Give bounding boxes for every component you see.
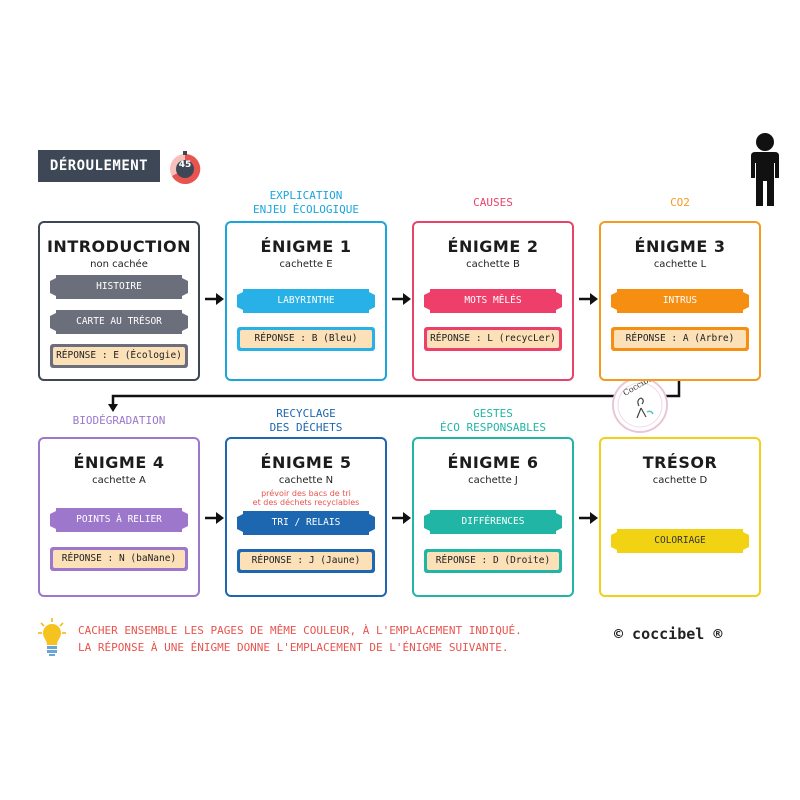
answer-box: RÉPONSE : D (Droite) [424,549,562,573]
ticket-carte-au-tresor[interactable]: CARTE AU TRÉSOR [50,310,188,334]
ticket-differences[interactable]: DIFFÉRENCES [424,510,562,534]
answer-text: RÉPONSE : A (Arbre) [614,330,746,348]
card-enigme-3: ÉNIGME 3 cachette L INTRUS RÉPONSE : A (… [599,221,761,381]
answer-box: RÉPONSE : E (Écologie) [50,344,188,368]
ticket-coloriage[interactable]: COLORIAGE [611,529,749,553]
answer-box: RÉPONSE : J (Jaune) [237,549,375,573]
card-enigme-5: ÉNIGME 5 cachette N prévoir des bacs de … [225,437,387,597]
answer-box: RÉPONSE : L (recycLer) [424,327,562,351]
card-title: ÉNIGME 5 [260,453,352,472]
ticket-tri-relais[interactable]: TRI / RELAIS [237,511,375,535]
instruction-line-2: LA RÉPONSE À UNE ÉNIGME DONNE L'EMPLACEM… [78,641,509,654]
connector-row-wrap [111,381,681,406]
card-hiding-place: cachette L [653,259,707,270]
card-title: INTRODUCTION [46,237,192,256]
answer-box: RÉPONSE : A (Arbre) [611,327,749,351]
theme-enigme6: GESTES ÉCO RESPONSABLES [440,407,546,434]
lightbulb-icon [38,618,66,656]
ticket-intrus[interactable]: INTRUS [611,289,749,313]
timer-minutes: 45 [178,160,192,170]
card-title: ÉNIGME 2 [447,237,539,256]
card-enigme-4: ÉNIGME 4 cachette A POINTS À RELIER RÉPO… [38,437,200,597]
answer-text: RÉPONSE : L (recycLer) [427,330,559,348]
card-hiding-place: cachette A [92,475,146,486]
card-hiding-place: non cachée [90,259,148,270]
person-icon [751,133,779,206]
card-title: TRÉSOR [642,453,718,472]
timer-icon [170,151,201,184]
card-title: ÉNIGME 6 [447,453,539,472]
card-title: ÉNIGME 3 [634,237,726,256]
card-enigme-1: ÉNIGME 1 cachette E LABYRINTHE RÉPONSE :… [225,221,387,381]
answer-text: RÉPONSE : E (Écologie) [53,347,185,365]
theme-enigme4: BIODÉGRADATION [72,414,166,427]
copyright: © coccibel ® [614,625,723,643]
card-enigme-2: ÉNIGME 2 cachette B MOTS MÊLÉS RÉPONSE :… [412,221,574,381]
theme-enigme5: RECYCLAGE DES DÉCHETS [269,407,343,434]
answer-text: RÉPONSE : B (Bleu) [240,330,372,348]
card-hiding-place: cachette E [279,259,333,270]
ticket-labyrinthe[interactable]: LABYRINTHE [237,289,375,313]
theme-enigme2: CAUSES [473,196,513,209]
theme-enigme1: EXPLICATION ENJEU ÉCOLOGIQUE [253,189,359,216]
card-title: ÉNIGME 4 [73,453,165,472]
card-tresor: TRÉSOR cachette D COLORIAGE [599,437,761,597]
instruction-line-1: CACHER ENSEMBLE LES PAGES DE MÊME COULEU… [78,624,522,637]
card-enigme-6: ÉNIGME 6 cachette J DIFFÉRENCES RÉPONSE … [412,437,574,597]
card-title: ÉNIGME 1 [260,237,352,256]
card-hiding-place: cachette J [468,475,518,486]
card-hiding-place: cachette D [652,475,708,486]
ticket-mots-meles[interactable]: MOTS MÊLÉS [424,289,562,313]
answer-text: RÉPONSE : N (baNane) [53,550,185,568]
card-hiding-place: cachette B [466,259,520,270]
answer-text: RÉPONSE : J (Jaune) [240,552,372,570]
card-introduction: INTRODUCTION non cachée HISTOIRE CARTE A… [38,221,200,381]
answer-box: RÉPONSE : N (baNane) [50,547,188,571]
section-title: DÉROULEMENT [38,150,160,182]
theme-enigme3: CO2 [670,196,690,209]
card-hiding-place: cachette N [278,475,334,486]
coccibel-stamp: Coccibel [612,376,668,433]
ticket-points-a-relier[interactable]: POINTS À RELIER [50,508,188,532]
answer-text: RÉPONSE : D (Droite) [427,552,559,570]
card-note: prévoir des bacs de tri et des déchets r… [252,489,360,507]
ticket-histoire[interactable]: HISTOIRE [50,275,188,299]
answer-box: RÉPONSE : B (Bleu) [237,327,375,351]
